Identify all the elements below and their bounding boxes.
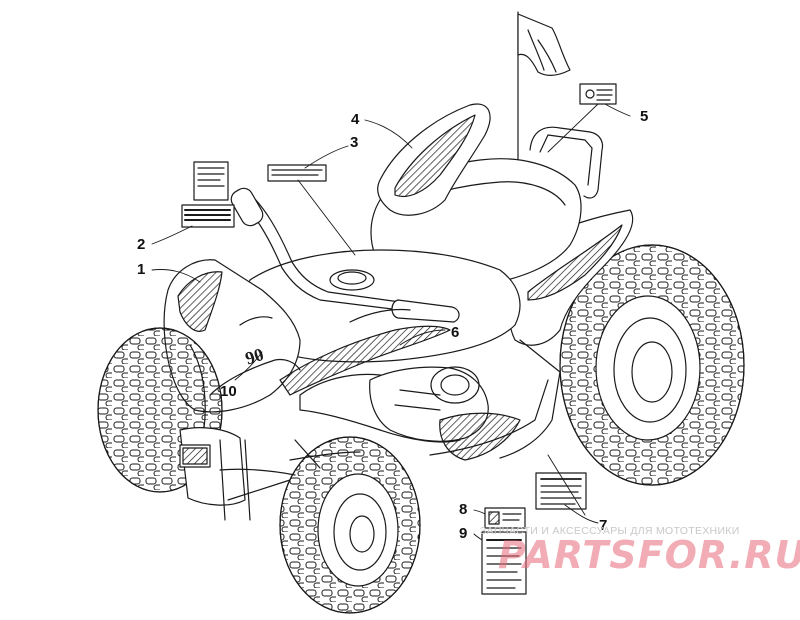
leader-1 <box>151 269 201 283</box>
leader-5b <box>547 103 599 153</box>
callout-2: 2 <box>137 236 146 253</box>
leader-5 <box>604 103 631 117</box>
leader-4 <box>364 119 413 149</box>
watermark-subtitle: ЗАПЧАСТИ И АКСЕССУАРЫ ДЛЯ МОТОТЕХНИКИ <box>480 525 740 537</box>
front-nose-decal-left <box>177 271 223 332</box>
leader-3b <box>297 179 356 256</box>
handlebar <box>230 187 460 323</box>
decal-3-label <box>267 164 327 182</box>
leader-7 <box>564 504 599 524</box>
callout-7: 7 <box>599 517 608 534</box>
callout-4: 4 <box>351 111 360 128</box>
decal-2-labels <box>181 161 235 228</box>
callout-5: 5 <box>640 108 649 125</box>
leader-7b <box>547 454 586 516</box>
leader-lines <box>151 103 631 541</box>
callout-6: 6 <box>451 324 460 341</box>
nose-logo: 90 <box>243 344 266 369</box>
rear-fender-decal <box>527 224 623 301</box>
leader-9 <box>473 533 483 541</box>
front-right-wheel <box>279 436 421 614</box>
callout-8: 8 <box>459 501 468 518</box>
leader-8 <box>473 509 486 515</box>
grab-bar <box>529 126 604 199</box>
side-decal-band <box>279 325 451 396</box>
callout-3: 3 <box>350 134 359 151</box>
leader-2 <box>151 225 193 245</box>
leader-3 <box>304 145 349 169</box>
leader-10 <box>234 351 263 381</box>
decal-5-label <box>579 83 617 105</box>
footrest <box>439 412 521 461</box>
safety-flag <box>517 11 571 176</box>
watermark-brand: PARTSFOR.RU <box>498 533 800 577</box>
callout-1: 1 <box>137 261 146 278</box>
rear-right-wheel <box>559 244 745 486</box>
rear-left-fender-decal <box>394 114 476 197</box>
decal-8-label <box>484 507 526 529</box>
leader-6 <box>399 329 446 346</box>
callout-10: 10 <box>220 383 237 400</box>
fuel-cap <box>329 269 375 291</box>
front-bumper <box>179 427 296 521</box>
decal-9-label <box>481 531 527 595</box>
callout-9: 9 <box>459 525 468 542</box>
decal-7-label <box>535 472 587 510</box>
